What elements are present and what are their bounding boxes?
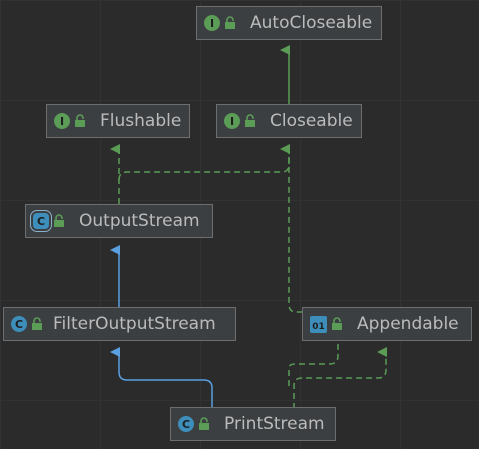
node-label: OutputStream xyxy=(79,211,200,231)
node-flushable[interactable]: I Flushable xyxy=(46,104,190,138)
node-label: AutoCloseable xyxy=(250,13,373,33)
interface-icon: 01 xyxy=(310,315,327,333)
node-label: Appendable xyxy=(357,314,459,334)
lock-icon xyxy=(75,114,85,127)
edge-printstream-appendable xyxy=(293,347,387,409)
node-label: PrintStream xyxy=(224,414,325,434)
node-autocloseable[interactable]: I AutoCloseable xyxy=(196,6,382,40)
lock-icon xyxy=(245,114,255,127)
node-label: Closeable xyxy=(270,111,353,131)
lock-icon xyxy=(32,317,42,330)
node-closeable[interactable]: I Closeable xyxy=(216,104,362,138)
node-filteroutputstream[interactable]: C FilterOutputStream xyxy=(3,307,236,341)
node-printstream[interactable]: C PrintStream xyxy=(170,407,336,441)
lock-icon xyxy=(225,16,235,29)
node-appendable[interactable]: 01 Appendable xyxy=(302,307,472,341)
node-label: Flushable xyxy=(100,111,182,131)
lock-icon xyxy=(54,214,64,227)
interface-icon: I xyxy=(204,15,220,31)
class-icon: C xyxy=(178,416,194,432)
edge-printstream-closeable xyxy=(288,149,339,386)
edge-printstream-filteroutputstream xyxy=(110,347,213,409)
class-icon: C xyxy=(11,316,27,332)
abstract-class-icon: C xyxy=(33,213,49,229)
node-outputstream[interactable]: C OutputStream xyxy=(25,204,213,238)
edge-outputstream-closeable xyxy=(118,144,290,181)
lock-icon xyxy=(332,317,342,330)
node-label: FilterOutputStream xyxy=(53,314,216,334)
interface-icon: I xyxy=(54,113,70,129)
interface-icon: I xyxy=(224,113,240,129)
lock-icon xyxy=(199,417,209,430)
